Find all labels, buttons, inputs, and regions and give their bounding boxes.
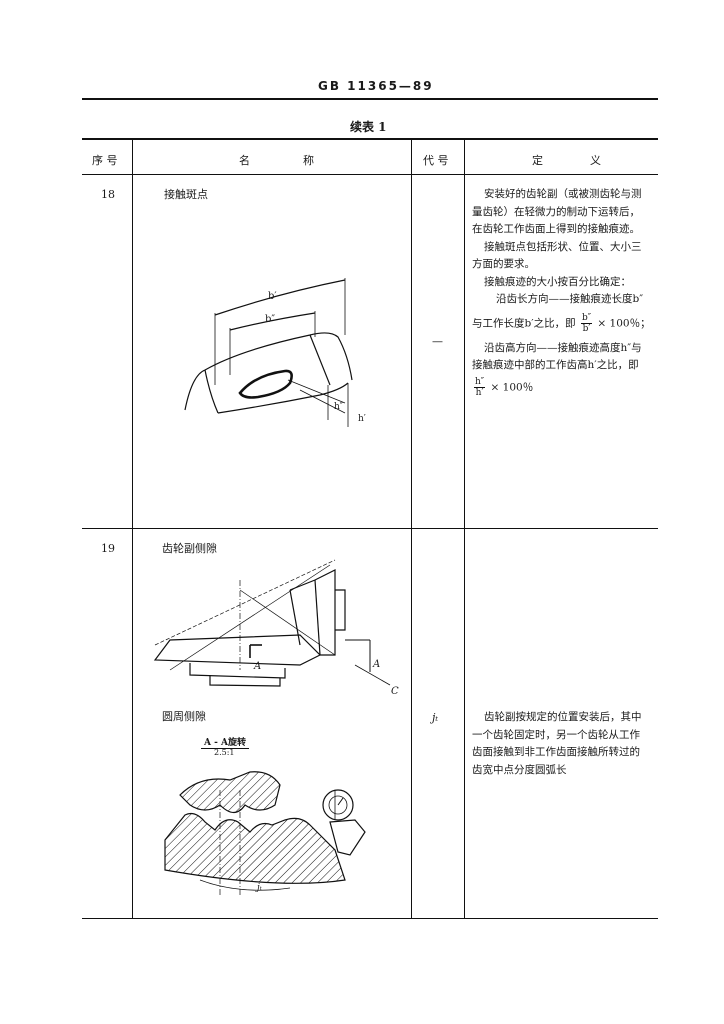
bevel-gear-pair-figure	[153, 559, 391, 687]
fraction-b: b″b′	[580, 312, 593, 334]
row18-code: —	[432, 335, 443, 348]
col-header-name-1: 名	[239, 154, 250, 167]
fig18-label-b2: b″	[265, 314, 276, 325]
def-line: 接触痕迹中部的工作齿高h′之比，即	[472, 359, 639, 371]
contact-pattern-figure	[184, 278, 353, 427]
section-scale: 2.5:1	[214, 748, 235, 757]
def-line: 方面的要求。	[472, 258, 535, 270]
backlash-figure	[164, 771, 366, 895]
row19-definition: 齿轮副按规定的位置安装后，其中 一个齿轮固定时，另一个齿轮从工作 齿面接触到非工…	[472, 709, 657, 779]
row-separator	[82, 528, 658, 529]
col-header-def-1: 定	[532, 154, 543, 167]
row19-name: 齿轮副侧隙	[162, 542, 217, 555]
def-line-with-fraction: h″h′ × 100％	[472, 377, 657, 398]
def-line-with-fraction: 与工作长度b′之比，即 b″b′ × 100％；	[472, 313, 657, 334]
fraction-numerator: b″	[580, 312, 593, 324]
header-rule	[82, 98, 658, 100]
def-line: 齿宽中点分度圆弧长	[472, 763, 567, 776]
fig19-label-c: C	[391, 686, 399, 697]
table-header-rule	[82, 174, 658, 175]
def-line: 齿轮副按规定的位置安装后，其中	[484, 711, 642, 723]
fraction-denominator: b′	[582, 323, 591, 334]
col-header-code: 代 号	[423, 154, 449, 167]
def-line: 在齿轮工作齿面上得到的接触痕迹。	[472, 223, 640, 235]
fig19-label-a2: A	[373, 659, 381, 670]
row18-seq: 18	[101, 188, 115, 201]
row18-name: 接触斑点	[164, 188, 208, 201]
def-text: × 100％	[490, 381, 534, 393]
def-line: 齿面接触到非工作齿面接触所转过的	[472, 746, 640, 758]
def-line: 一个齿轮固定时，另一个齿轮从工作	[472, 728, 640, 741]
def-line: 接触斑点包括形状、位置、大小三	[484, 240, 642, 253]
fig18-label-h2: h′	[358, 414, 366, 424]
fig18-label-h1: h″	[334, 402, 344, 412]
table-bottom-rule	[82, 918, 658, 919]
fraction-h: h″h′	[474, 376, 486, 398]
fig19-label-jt: jₜ	[257, 883, 263, 893]
row19-subname: 圆周侧隙	[162, 710, 206, 723]
col-divider-1	[132, 138, 133, 919]
def-line: 沿齿高方向——接触痕迹高度h″与	[484, 341, 642, 354]
def-text: × 100％；	[597, 317, 651, 329]
def-line: 接触痕迹的大小按百分比确定：	[484, 275, 631, 288]
col-divider-3	[464, 138, 465, 919]
standard-number: GB 11365—89	[318, 79, 434, 93]
row18-definition: 安装好的齿轮副（或被测齿轮与测 量齿轮）在轻微力的制动下运转后， 在齿轮工作齿面…	[472, 186, 657, 398]
fraction-numerator: h″	[474, 376, 486, 388]
col-divider-2	[411, 138, 412, 919]
def-line: 沿齿长方向——接触痕迹长度b″	[496, 293, 644, 305]
col-header-def-2: 义	[590, 154, 601, 167]
fig19-label-a1: A	[254, 661, 262, 672]
row19-seq: 19	[101, 542, 115, 555]
row19-code: jₜ	[432, 711, 439, 724]
table-caption: 续表 1	[350, 120, 387, 134]
col-header-seq: 序 号	[92, 154, 118, 167]
col-header-name-2: 称	[303, 154, 314, 167]
def-text: 与工作长度b′之比，即	[472, 317, 576, 329]
fig18-label-b1: b′	[268, 291, 277, 302]
def-line: 安装好的齿轮副（或被测齿轮与测	[484, 188, 642, 200]
fraction-denominator: h′	[475, 387, 484, 398]
table-top-rule	[82, 138, 658, 140]
section-label: A - A旋转	[201, 735, 249, 749]
def-line: 量齿轮）在轻微力的制动下运转后，	[472, 205, 640, 218]
